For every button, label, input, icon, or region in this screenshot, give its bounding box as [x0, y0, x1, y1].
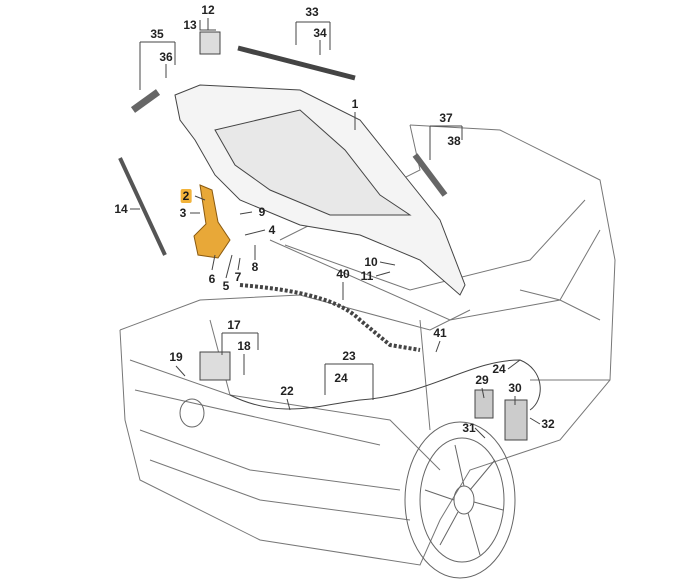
part-30 [504, 399, 528, 441]
leader-lines [130, 18, 541, 439]
gas-strut-14 [118, 157, 167, 256]
callout-9: 9 [258, 205, 266, 219]
front-wheel [404, 421, 516, 579]
callout-33: 33 [305, 5, 319, 19]
callout-36: 36 [159, 50, 173, 64]
callout-22: 22 [280, 384, 294, 398]
vw-logo [179, 398, 205, 428]
callout-31: 31 [462, 421, 476, 435]
callout-10: 10 [364, 255, 378, 269]
hood-lock-17 [199, 351, 231, 381]
callout-19: 19 [169, 350, 183, 364]
release-cable [229, 359, 541, 411]
callout-18: 18 [237, 339, 251, 353]
hood-hinge-2 [193, 184, 231, 259]
part-29 [474, 389, 494, 419]
callout-14: 14 [114, 202, 128, 216]
callout-4: 4 [268, 223, 276, 237]
trim-35 [130, 89, 161, 113]
callout-1: 1 [351, 97, 359, 111]
callout-30: 30 [508, 381, 522, 395]
callout-37: 37 [439, 111, 453, 125]
trim-37 [412, 153, 448, 197]
callout-2-highlighted: 2 [180, 189, 192, 203]
callout-34: 34 [313, 26, 327, 40]
callout-32: 32 [541, 417, 555, 431]
callout-29: 29 [475, 373, 489, 387]
callout-24-right: 24 [492, 362, 506, 376]
callout-17: 17 [227, 318, 241, 332]
callout-13: 13 [183, 18, 197, 32]
callout-40: 40 [336, 267, 350, 281]
hood [174, 84, 466, 296]
callout-12: 12 [201, 3, 215, 17]
callout-5: 5 [222, 279, 230, 293]
part-12 [199, 31, 221, 55]
callout-38: 38 [447, 134, 461, 148]
seal-40 [239, 283, 421, 352]
callout-23: 23 [342, 349, 356, 363]
callout-11: 11 [360, 269, 374, 283]
seal-strip-33 [237, 45, 356, 81]
callout-8: 8 [251, 260, 259, 274]
callout-41: 41 [433, 326, 447, 340]
callout-7: 7 [234, 270, 242, 284]
callout-3: 3 [179, 206, 187, 220]
callout-35: 35 [150, 27, 164, 41]
callout-6: 6 [208, 272, 216, 286]
callout-24: 24 [334, 371, 348, 385]
